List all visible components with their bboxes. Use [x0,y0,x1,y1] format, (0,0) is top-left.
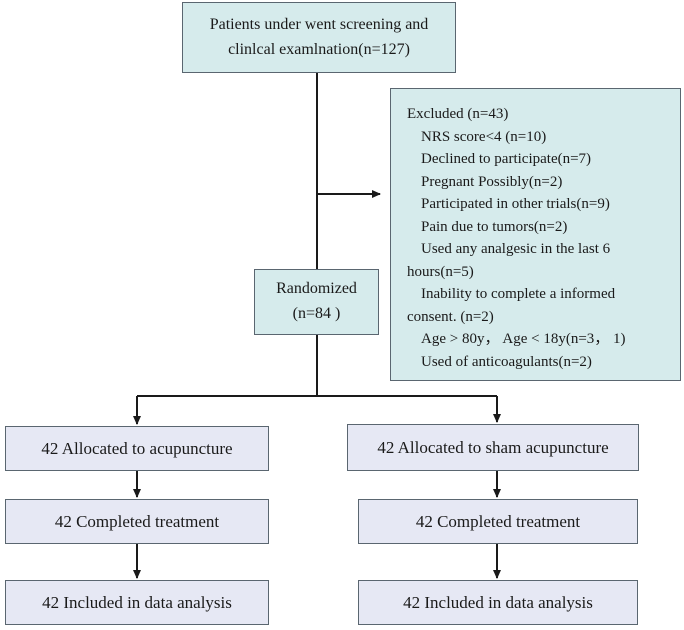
left-allocated-text: 42 Allocated to acupuncture [41,438,233,458]
screening-line-2: clinlcal examlnation(n=127) [228,40,410,58]
screening-box: Patients under went screening and clinlc… [182,2,456,73]
left-completed-text: 42 Completed treatment [54,511,220,531]
right-completed-text: 42 Completed treatment [415,511,581,531]
left-analysis-box: 42 Included in data analysis [5,580,269,625]
right-completed-box: 42 Completed treatment [358,499,638,544]
left-analysis-text: 42 Included in data analysis [42,592,232,612]
randomized-count: (n=84 ) [292,305,341,322]
randomized-label: Randomized [276,280,357,298]
excluded-item: Used any analgesic in the last 6 [421,241,611,257]
excluded-title: Excluded (n=43) [407,106,509,122]
excluded-item: Used of anticoagulants(n=2) [421,353,592,370]
excluded-item: Pregnant Possibly(n=2) [421,173,563,190]
left-allocated-box: 42 Allocated to acupuncture [5,426,269,471]
randomized-box: Randomized (n=84 ) [254,269,379,335]
right-allocated-text: 42 Allocated to sham acupuncture [377,437,609,457]
left-completed-box: 42 Completed treatment [5,499,269,544]
excluded-box: Excluded (n=43) NRS score<4 (n=10) Decli… [390,88,681,381]
screening-line-1: Patients under went screening and [209,15,429,33]
right-analysis-box: 42 Included in data analysis [358,580,638,625]
excluded-item: Age > 80y， Age < 18y(n=3， 1) [421,331,626,347]
excluded-item-continuation: consent. (n=2) [407,308,494,325]
excluded-item: Inability to complete a informed [421,286,616,302]
excluded-item: Declined to participate(n=7) [421,151,592,167]
excluded-item: Pain due to tumors(n=2) [421,218,568,235]
right-allocated-box: 42 Allocated to sham acupuncture [347,424,639,471]
excluded-item: NRS score<4 (n=10) [421,128,547,145]
right-analysis-text: 42 Included in data analysis [403,592,593,612]
excluded-item-continuation: hours(n=5) [407,263,474,280]
excluded-item: Participated in other trials(n=9) [421,196,610,212]
